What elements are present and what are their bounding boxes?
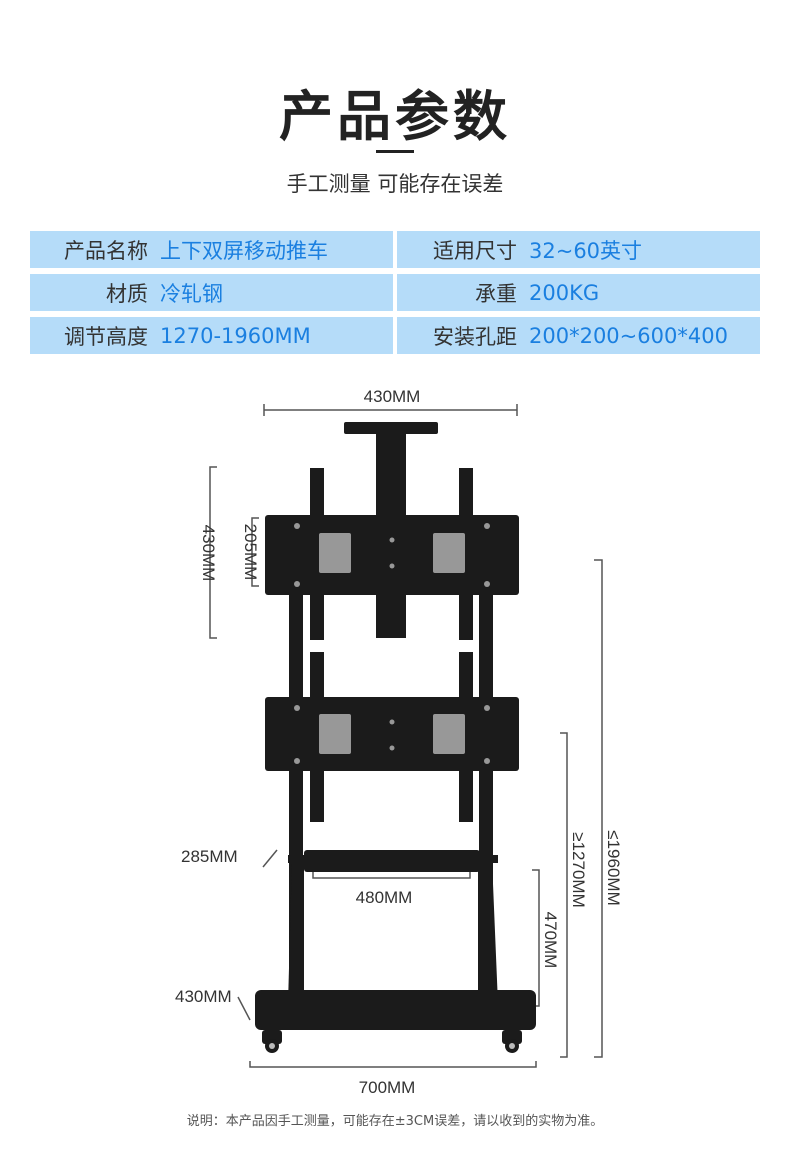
page-subtitle: 手工测量 可能存在误差 [286,172,504,196]
spec-value: 32~60英寸 [529,238,643,263]
spec-cell: 承重 200KG [397,274,760,311]
spec-cell: 产品名称 上下双屏移动推车 [30,231,393,268]
spec-label: 安装孔距 [433,324,517,349]
spec-label: 材质 [106,281,148,306]
page-title: 产品参数 [279,85,511,148]
spec-value: 200KG [529,280,600,305]
spec-cell: 安装孔距 200*200~600*400 [397,317,760,354]
dim-min-height: ≥1270MM [569,832,588,907]
dim-base-width: 700MM [359,1078,416,1097]
spec-label: 适用尺寸 [433,238,517,263]
spec-cell: 材质 冷轧钢 [30,274,393,311]
dim-max-height: ≤1960MM [604,830,623,905]
dim-tray-depth: 285MM [181,847,238,866]
spec-value: 1270-1960MM [160,323,311,348]
spec-label: 承重 [475,281,517,306]
wheel-hubs [269,1043,515,1049]
spec-table: 产品名称 上下双屏移动推车 适用尺寸 32~60英寸 材质 冷轧钢 承重 200… [30,231,760,360]
mount-holes [294,523,490,764]
dim-tray-width: 480MM [356,888,413,907]
spec-row: 材质 冷轧钢 承重 200KG [30,274,760,311]
spec-label: 调节高度 [64,324,148,349]
product-diagram: 430MM 430MM 205MM 285MM 480MM 430MM 700M… [175,387,623,1097]
spec-label: 产品名称 [64,238,148,263]
tv-stand-illustration [255,422,536,1053]
title-divider [376,150,414,153]
spec-value: 上下双屏移动推车 [160,238,328,263]
spec-cell: 适用尺寸 32~60英寸 [397,231,760,268]
spec-cell: 调节高度 1270-1960MM [30,317,393,354]
dim-top-width: 430MM [364,387,421,406]
dim-lower-height: 470MM [541,912,560,969]
dim-plate-height: 205MM [241,524,260,581]
dimension-lines [209,404,603,1068]
dim-upper-height: 430MM [199,525,218,582]
footer-note: 说明：本产品因手工测量，可能存在±3CM误差，请以收到的实物为准。 [186,1114,604,1129]
spec-value: 冷轧钢 [160,281,223,306]
spec-value: 200*200~600*400 [529,323,728,348]
spec-row: 调节高度 1270-1960MM 安装孔距 200*200~600*400 [30,317,760,354]
spec-row: 产品名称 上下双屏移动推车 适用尺寸 32~60英寸 [30,231,760,268]
dim-base-depth: 430MM [175,987,232,1006]
